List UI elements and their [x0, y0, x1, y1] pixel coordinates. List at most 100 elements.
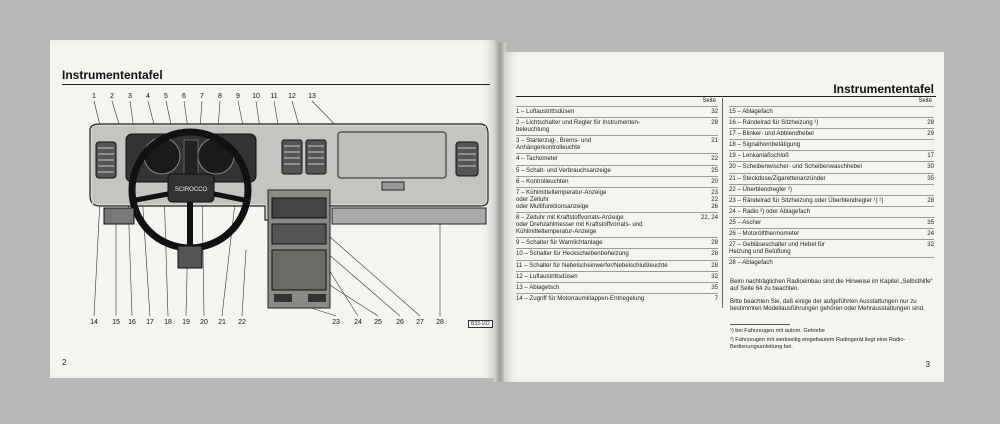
legend-item-text: 19 – Lenkanlaßschloß — [729, 152, 789, 160]
column-divider — [722, 98, 723, 308]
legend-item-text: 20 – Scheibenwischer- und Scheibenwaschh… — [729, 163, 862, 171]
right-vent — [455, 141, 479, 177]
legend-item-text: 16 – Rändelrad für Sitzheizung ¹) — [729, 119, 819, 127]
ashtray — [271, 249, 327, 291]
leader-line — [141, 193, 151, 317]
legend-item-page: 28 — [711, 250, 718, 258]
figure-code: B33-102 — [468, 320, 493, 328]
legend-item-page: 28 — [927, 196, 934, 204]
callout-bottom-21: 21 — [218, 319, 226, 326]
legend-item-page: 17 — [927, 152, 934, 160]
leader-line — [201, 189, 205, 317]
leader-line — [321, 229, 421, 317]
legend-item: 20 – Scheibenwischer- und Scheibenwaschh… — [729, 161, 934, 172]
footnote-2: ²) Fahrzeugen mit werkseitig eingebautem… — [730, 337, 906, 350]
legend-item: 7 – Kühlmitteltemperatur-Anzeige oder Ze… — [516, 186, 718, 212]
legend-item-page: 25 — [711, 166, 718, 174]
legend-item-text: 5 – Schalt- und Verbrauchsanzeige — [516, 166, 611, 174]
callout-top-1: 1 — [92, 93, 96, 100]
legend-item-page: 32 — [927, 241, 934, 249]
legend-item-text: 1 – Luftaustrittsdüsen — [516, 108, 575, 115]
center-vent-right — [305, 139, 327, 175]
radio-note: Beim nachträglichen Radioeinbau sind die… — [730, 278, 933, 293]
left-title-rule — [62, 84, 490, 85]
legend-item-page: 32 — [711, 108, 718, 115]
callout-bottom-24: 24 — [354, 319, 362, 326]
left-page-title: Instrumententafel — [62, 68, 163, 82]
legend-item-text: 21 – Steckdose/Zigarettenanzünder — [729, 174, 826, 182]
legend-item: 3 – Starterzug-, Brems- und Anhängerkont… — [516, 135, 718, 153]
legend-item: 2 – Lichtschalter und Regler für Instrum… — [516, 117, 718, 135]
callout-bottom-28: 28 — [436, 319, 444, 326]
callout-top-8: 8 — [218, 93, 222, 100]
callout-bottom-22: 22 — [238, 319, 246, 326]
legend-item: 11 – Schalter für Nebelscheinwerfer/Nebe… — [516, 259, 718, 271]
speedometer — [143, 137, 181, 175]
legend-item: 16 – Rändelrad für Sitzheizung ¹) 28 — [729, 117, 934, 128]
leader-line — [221, 193, 237, 317]
legend-item: 28 – Ablagefach — [729, 257, 934, 268]
steering-wheel-logo: SCIROCCO — [175, 187, 208, 193]
callout-bottom-18: 18 — [164, 319, 172, 326]
legend-item: 24 – Radio ²) oder Ablagefach — [729, 205, 934, 217]
legend-item-text: 12 – Luftaustrittsdüsen — [516, 272, 578, 280]
callout-top-3: 3 — [128, 93, 132, 100]
legend-item: 1 – Luftaustrittsdüsen 32 — [516, 106, 718, 117]
legend-item-text: 6 – Kontrolleuchten — [516, 177, 569, 185]
legend-item: 18 – Signalhornbetätigung — [729, 139, 934, 150]
seite-header-1: Seite — [702, 98, 716, 104]
leader-line — [241, 249, 247, 317]
equipment-note: Bitte beachten Sie, daß einige der aufge… — [730, 298, 925, 313]
center-vent-left — [281, 139, 303, 175]
legend-item-page: 28 — [927, 119, 934, 127]
legend-item: 14 – Zugriff für Motorraumklappen-Entrie… — [516, 292, 718, 304]
legend-item-page: 21 — [711, 137, 718, 145]
callout-bottom-15: 15 — [112, 319, 120, 326]
callout-top-7: 7 — [200, 93, 204, 100]
legend-item-page: 20 — [711, 177, 718, 185]
legend-item-text: 28 – Ablagefach — [729, 259, 773, 267]
legend-item-page: 29 — [927, 130, 934, 138]
callout-bottom-19: 19 — [182, 319, 190, 326]
legend-item-text: 4 – Tachometer — [516, 155, 558, 163]
legend-item: 8 – Zeituhr mit Kraftstoffvorrats-Anzeig… — [516, 212, 718, 237]
heater-controls — [271, 223, 327, 245]
legend-item-page: 22, 24 — [701, 214, 718, 222]
legend-item: 22 – Überblendregler ²) — [729, 183, 934, 195]
callout-top-12: 12 — [288, 93, 296, 100]
footnote-1: ¹) bei Fahrzeugen mit autom. Getriebe — [730, 328, 825, 334]
legend-item-text: 3 – Starterzug-, Brems- und Anhängerkont… — [516, 137, 592, 152]
legend-item-text: 24 – Radio ²) oder Ablagefach — [729, 207, 810, 215]
legend-item: 23 – Rändelrad für Sitzheizung oder Über… — [729, 194, 934, 206]
legend-item-page: 24 — [927, 230, 934, 238]
callout-bottom-17: 17 — [146, 319, 154, 326]
glovebox — [337, 131, 447, 179]
legend-item-page: 22 — [711, 155, 718, 163]
footnote-rule — [730, 324, 790, 325]
legend-item-text: 9 – Schalter für Warnlichtanlage — [516, 239, 603, 247]
legend-item-text: 8 – Zeituhr mit Kraftstoffvorrats-Anzeig… — [516, 214, 643, 236]
callout-top-11: 11 — [270, 93, 277, 100]
callout-top-5: 5 — [164, 93, 168, 100]
legend-item: 19 – Lenkanlaßschloß 17 — [729, 150, 934, 161]
legend-item: 15 – Ablagefach — [729, 106, 934, 117]
left-page-number: 2 — [62, 358, 67, 367]
callout-top-2: 2 — [110, 93, 114, 100]
callout-bottom-26: 26 — [396, 319, 404, 326]
legend-item-text: 13 – Ablagetsch — [516, 283, 560, 291]
legend-item-page: 28 — [711, 119, 718, 127]
callout-bottom-14: 14 — [90, 319, 98, 326]
legend-item-text: 7 – Kühlmitteltemperatur-Anzeige oder Ze… — [516, 188, 607, 210]
legend-item-page: 28 — [711, 261, 718, 269]
legend-item-text: 14 – Zugriff für Motorraumklappen-Entrie… — [516, 294, 645, 302]
callout-top-9: 9 — [236, 93, 240, 100]
legend-item-page: 35 — [927, 174, 934, 182]
